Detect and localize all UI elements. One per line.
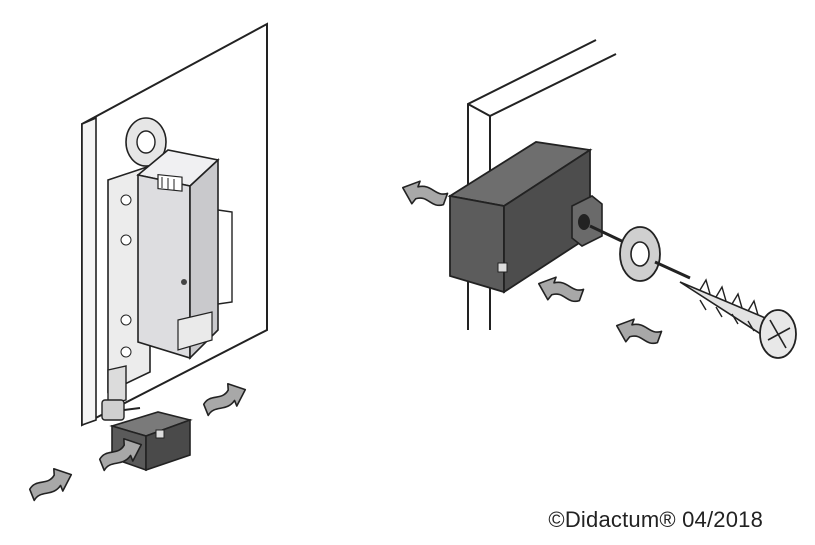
airflow-arrow-left-1	[25, 462, 77, 504]
screw-icon	[679, 278, 797, 359]
airflow-arrow-left-3	[199, 377, 251, 419]
sensor-module-right	[447, 141, 603, 294]
washer	[589, 224, 691, 282]
sensor-module-left	[136, 149, 233, 360]
airflow-arrow-right-3	[611, 313, 664, 353]
right-mounting-scene	[397, 39, 797, 359]
airflow-arrow-right-1	[397, 175, 450, 215]
left-mounting-scene	[25, 22, 268, 504]
wall-panel-left-edge	[81, 116, 97, 427]
copyright-notice: ©Didactum® 04/2018	[548, 507, 763, 532]
airflow-arrow-right-2	[533, 271, 586, 311]
mounting-hook	[125, 117, 167, 167]
